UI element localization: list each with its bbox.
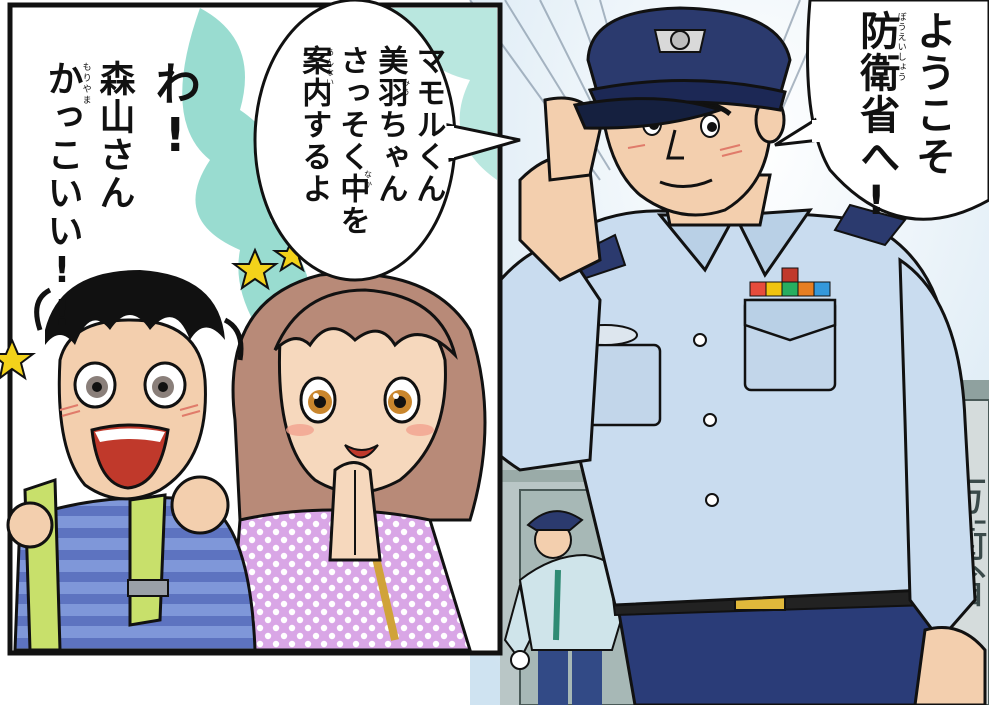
guide-speech-bubble-shape bbox=[253, 0, 521, 282]
kids-line-3: かっこいい!! bbox=[41, 60, 83, 336]
guide-line-4: 案内するよ bbox=[296, 45, 332, 205]
guide-line-1: マモルくん bbox=[410, 45, 446, 205]
ribbon-bar bbox=[749, 267, 831, 297]
guide-line-3: さっそく中を bbox=[334, 45, 370, 237]
girl-miu bbox=[228, 272, 487, 652]
officer-morinaga bbox=[460, 6, 987, 705]
kids-line-1: わ! bbox=[148, 60, 203, 164]
boy-mamoru bbox=[6, 270, 257, 652]
officer-ruby: ぼうえいしょう bbox=[895, 12, 906, 82]
kids-line-2: 森山さん bbox=[93, 60, 135, 212]
guide-ruby-miu: みう bbox=[401, 78, 411, 98]
guide-ruby-naka: なか bbox=[363, 170, 373, 190]
cap-badge-icon bbox=[653, 29, 707, 53]
officer-line-2: 防衛省へ! bbox=[853, 10, 900, 226]
background-guard bbox=[503, 510, 632, 705]
guide-ruby-annai: あんない bbox=[325, 48, 335, 88]
officer-speech-bubble-shape bbox=[774, 0, 989, 221]
kids-ruby: もりやま bbox=[80, 62, 91, 106]
guide-line-2: 美羽ちゃん bbox=[372, 45, 408, 205]
officer-line-1: ようこそ bbox=[909, 10, 956, 178]
